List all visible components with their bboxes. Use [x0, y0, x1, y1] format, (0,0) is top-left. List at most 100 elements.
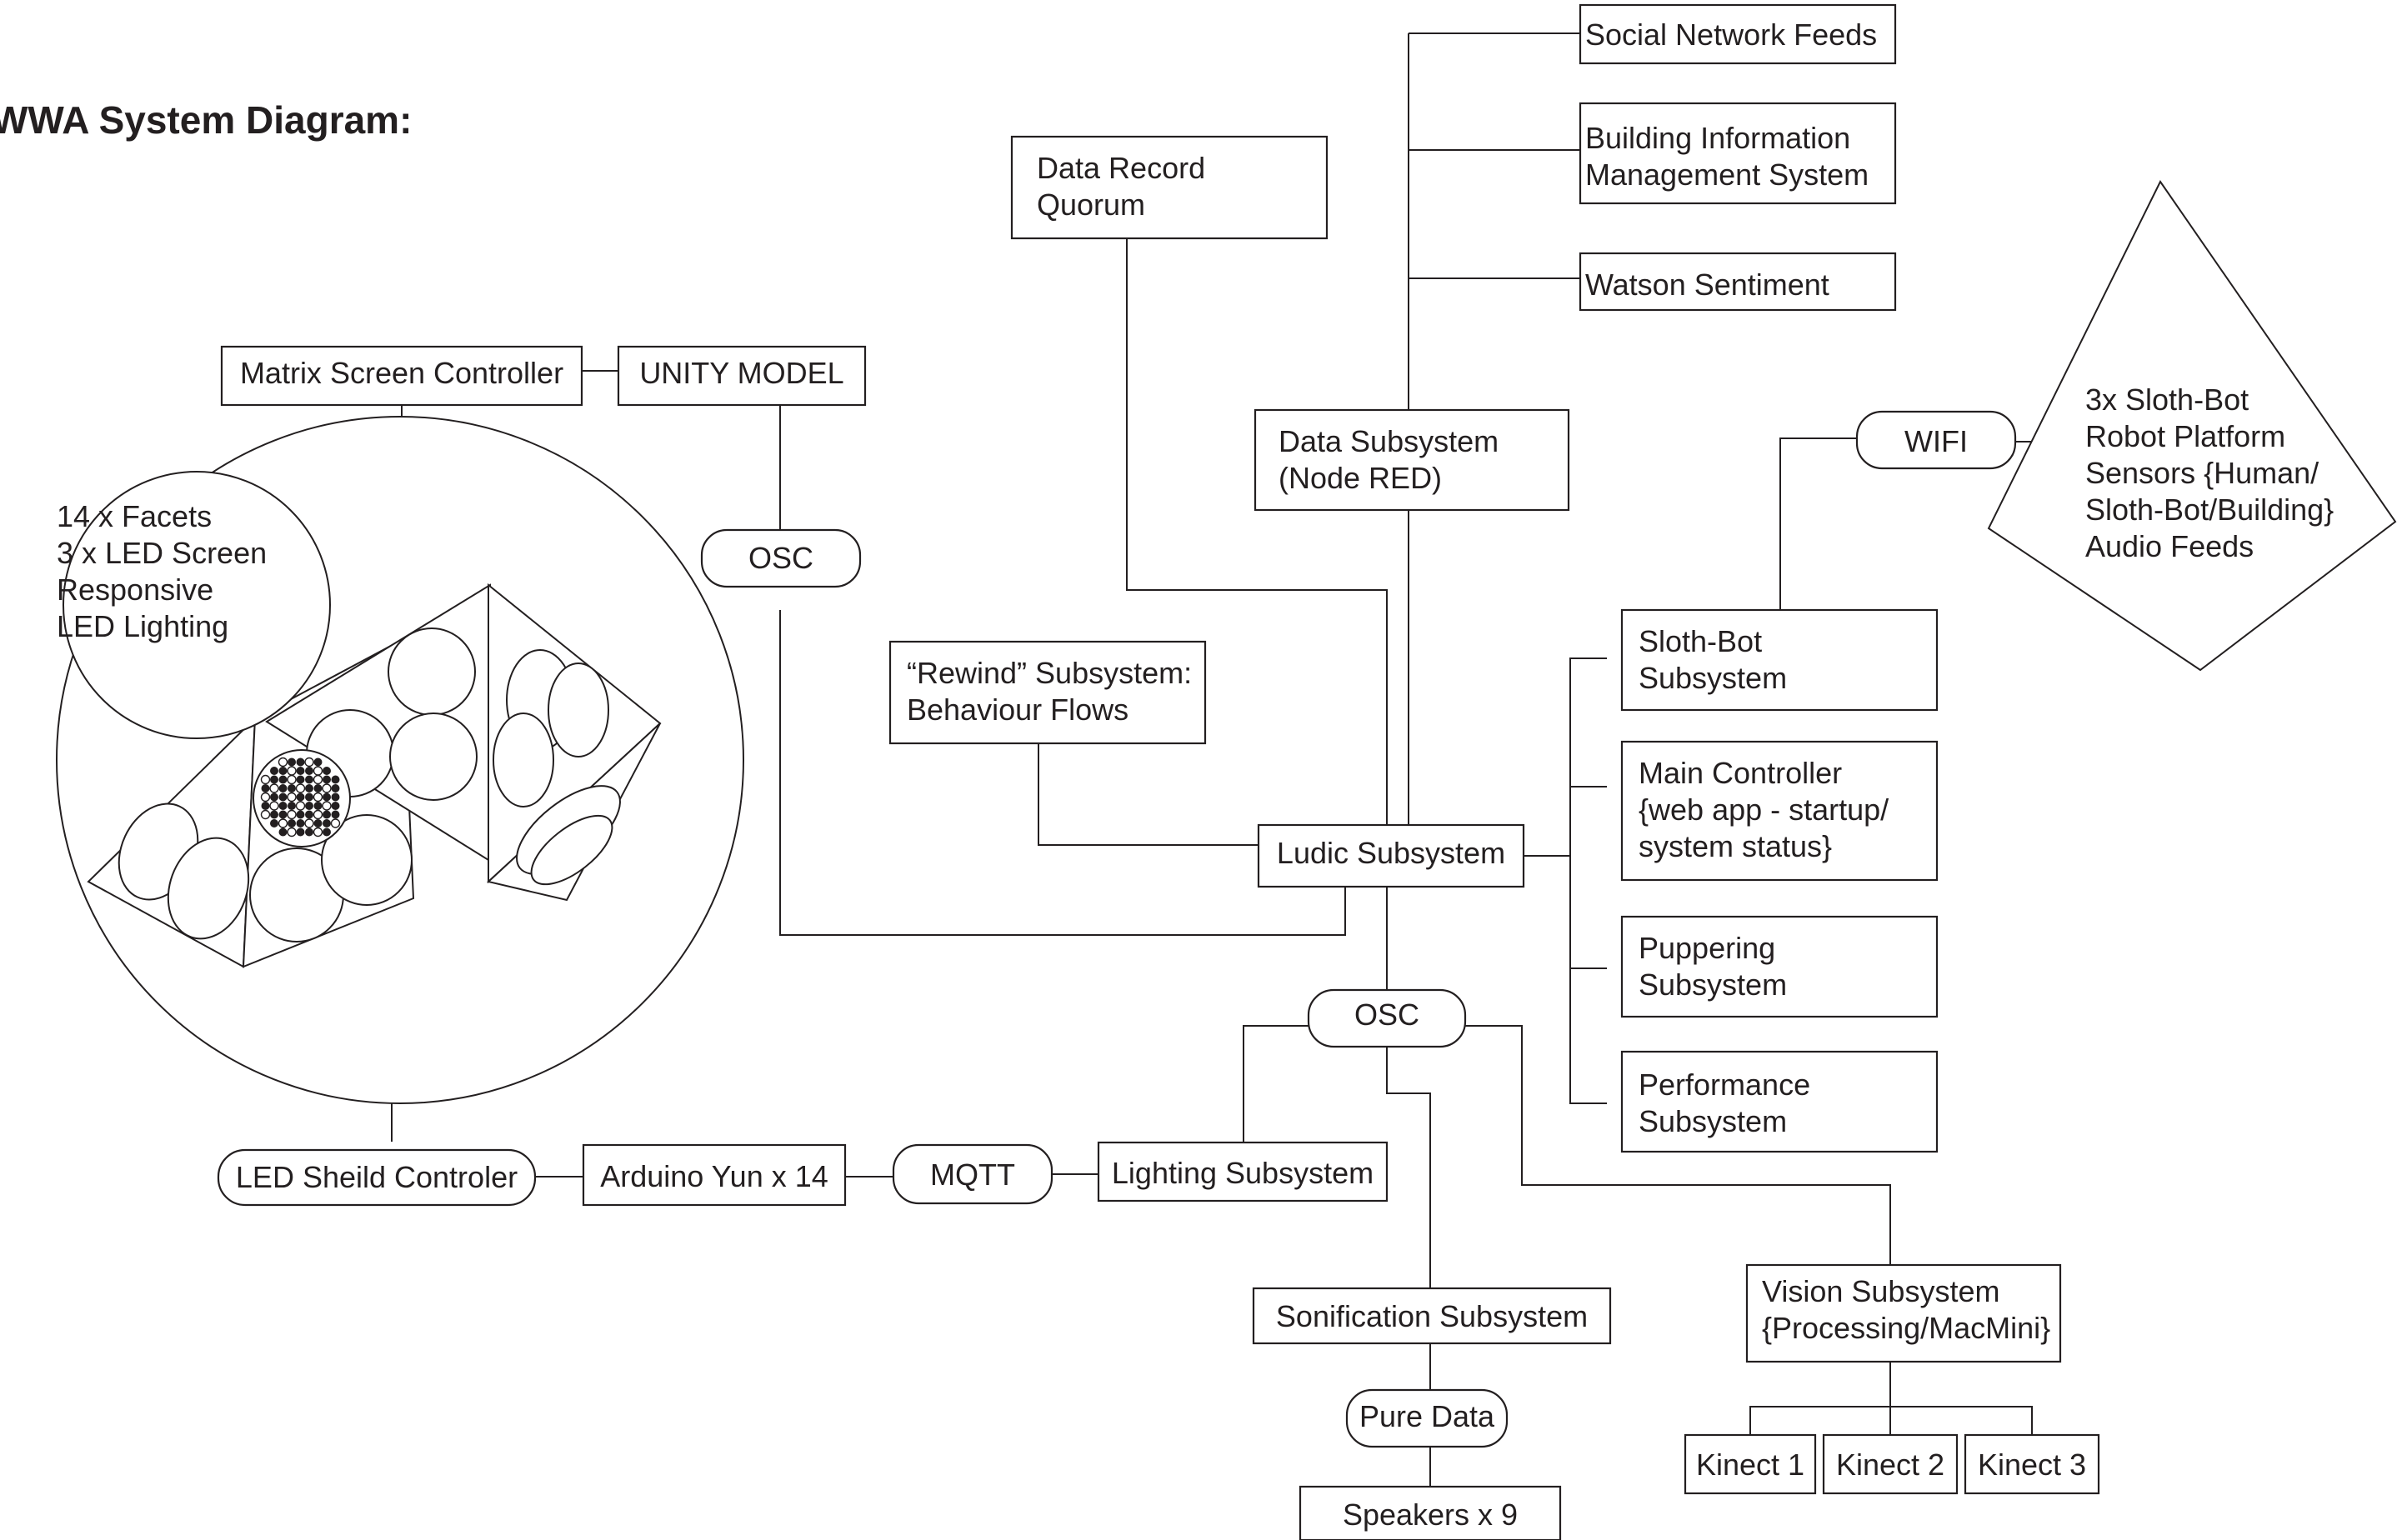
led-dot — [313, 802, 323, 810]
watson-sentiment-label: Watson Sentiment — [1585, 268, 1829, 302]
led-shield-controller-pill — [217, 1148, 537, 1207]
sonification-subsystem-box — [1252, 1287, 1612, 1345]
led-dot — [260, 792, 271, 802]
led-dot — [323, 767, 331, 775]
led-dot — [269, 783, 279, 793]
led-dot — [305, 784, 313, 792]
ludic-subsystem-label: Ludic Subsystem — [1277, 836, 1505, 870]
led-dot — [288, 758, 296, 767]
led-dot — [304, 757, 314, 768]
kinect-1-box — [1684, 1433, 1817, 1495]
sonification-subsystem-label: Sonification Subsystem — [1276, 1299, 1588, 1333]
led-dot — [278, 784, 288, 792]
wifi-pill — [1855, 410, 2017, 470]
led-dot — [278, 792, 288, 802]
watson-sentiment-box — [1579, 252, 1897, 312]
led-dot — [305, 802, 313, 810]
led-dot — [287, 766, 297, 776]
led-dot — [323, 819, 331, 828]
kinect-3-box — [1964, 1433, 2100, 1495]
led-dot — [313, 758, 323, 767]
led-dot — [260, 809, 271, 820]
data-subsystem-label: Data Subsystem(Node RED) — [1279, 424, 1499, 495]
led-dot — [296, 775, 305, 784]
building-info-box — [1579, 102, 1897, 205]
arduino-yun-label: Arduino Yun x 14 — [600, 1159, 828, 1193]
speakers-box — [1299, 1485, 1562, 1540]
led-dot — [260, 774, 271, 785]
led-dot — [270, 775, 278, 784]
performance-subsystem-box — [1620, 1050, 1939, 1153]
led-dot — [305, 792, 313, 802]
led-dot — [270, 810, 278, 819]
lighting-subsystem-label: Lighting Subsystem — [1112, 1156, 1374, 1190]
rewind-subsystem-label: “Rewind” Subsystem:Behaviour Flows — [907, 656, 1192, 727]
led-dot — [288, 802, 296, 810]
led-dot — [323, 792, 331, 802]
led-dot — [305, 775, 313, 784]
led-dot — [278, 802, 288, 810]
led-dot — [261, 784, 270, 792]
led-dot — [305, 767, 313, 775]
ludic-subsystem-box — [1257, 823, 1525, 888]
led-dot — [322, 783, 332, 793]
led-dot — [296, 767, 305, 775]
led-dot — [287, 792, 297, 802]
osc-top-pill — [700, 528, 862, 588]
speakers-label: Speakers x 9 — [1343, 1498, 1518, 1532]
matrix-screen-controller-label: Matrix Screen Controller — [240, 356, 563, 390]
facet-sphere-illustration — [56, 416, 744, 1104]
led-dot — [270, 767, 278, 775]
pure-data-pill — [1345, 1388, 1509, 1448]
led-dot — [296, 819, 305, 828]
led-dot — [287, 827, 297, 838]
data-record-box — [1010, 135, 1329, 240]
kinect-3-label: Kinect 3 — [1978, 1448, 2086, 1482]
led-dot — [305, 828, 313, 837]
led-dot — [331, 775, 340, 784]
pure-data-label: Pure Data — [1359, 1399, 1495, 1433]
led-dot — [270, 819, 278, 828]
led-dot — [296, 758, 305, 767]
main-controller-box — [1620, 740, 1939, 882]
led-dot — [322, 801, 332, 811]
vision-subsystem-box — [1745, 1263, 2062, 1363]
led-shield-controller-label: LED Sheild Controler — [236, 1160, 518, 1194]
osc-bottom-pill — [1307, 988, 1467, 1048]
led-dot — [287, 809, 297, 820]
led-dot — [278, 775, 288, 784]
mqtt-pill — [892, 1143, 1053, 1205]
led-dot — [296, 810, 305, 819]
data-subsystem-box — [1254, 408, 1570, 512]
wifi-label: WIFI — [1904, 424, 1968, 458]
slothbot-platform-diamond — [1987, 180, 2397, 672]
led-dot — [295, 801, 306, 811]
led-dot — [331, 792, 340, 802]
unity-model-box — [617, 345, 867, 407]
rewind-subsystem-box — [888, 640, 1207, 745]
led-dot — [323, 828, 331, 837]
led-dot — [313, 827, 323, 838]
diagram-title: WWA System Diagram: — [0, 98, 412, 142]
osc-bottom-label: OSC — [1354, 998, 1419, 1032]
vision-subsystem-label: Vision Subsystem{Processing/MacMini} — [1762, 1274, 2050, 1345]
social-network-feeds-box — [1579, 3, 1897, 65]
led-dot — [278, 810, 288, 819]
led-dot — [288, 784, 296, 792]
osc-top-label: OSC — [748, 541, 813, 575]
led-dot — [296, 792, 305, 802]
led-dot — [278, 757, 288, 768]
mqtt-label: MQTT — [930, 1158, 1015, 1192]
main-controller-label: Main Controller{web app - startup/system… — [1639, 756, 1889, 863]
led-dot — [323, 810, 331, 819]
arduino-yun-box — [582, 1143, 847, 1207]
led-dot — [287, 774, 297, 785]
led-dot — [313, 792, 323, 802]
led-dot — [269, 801, 279, 811]
node-boxes — [217, 3, 2100, 1540]
